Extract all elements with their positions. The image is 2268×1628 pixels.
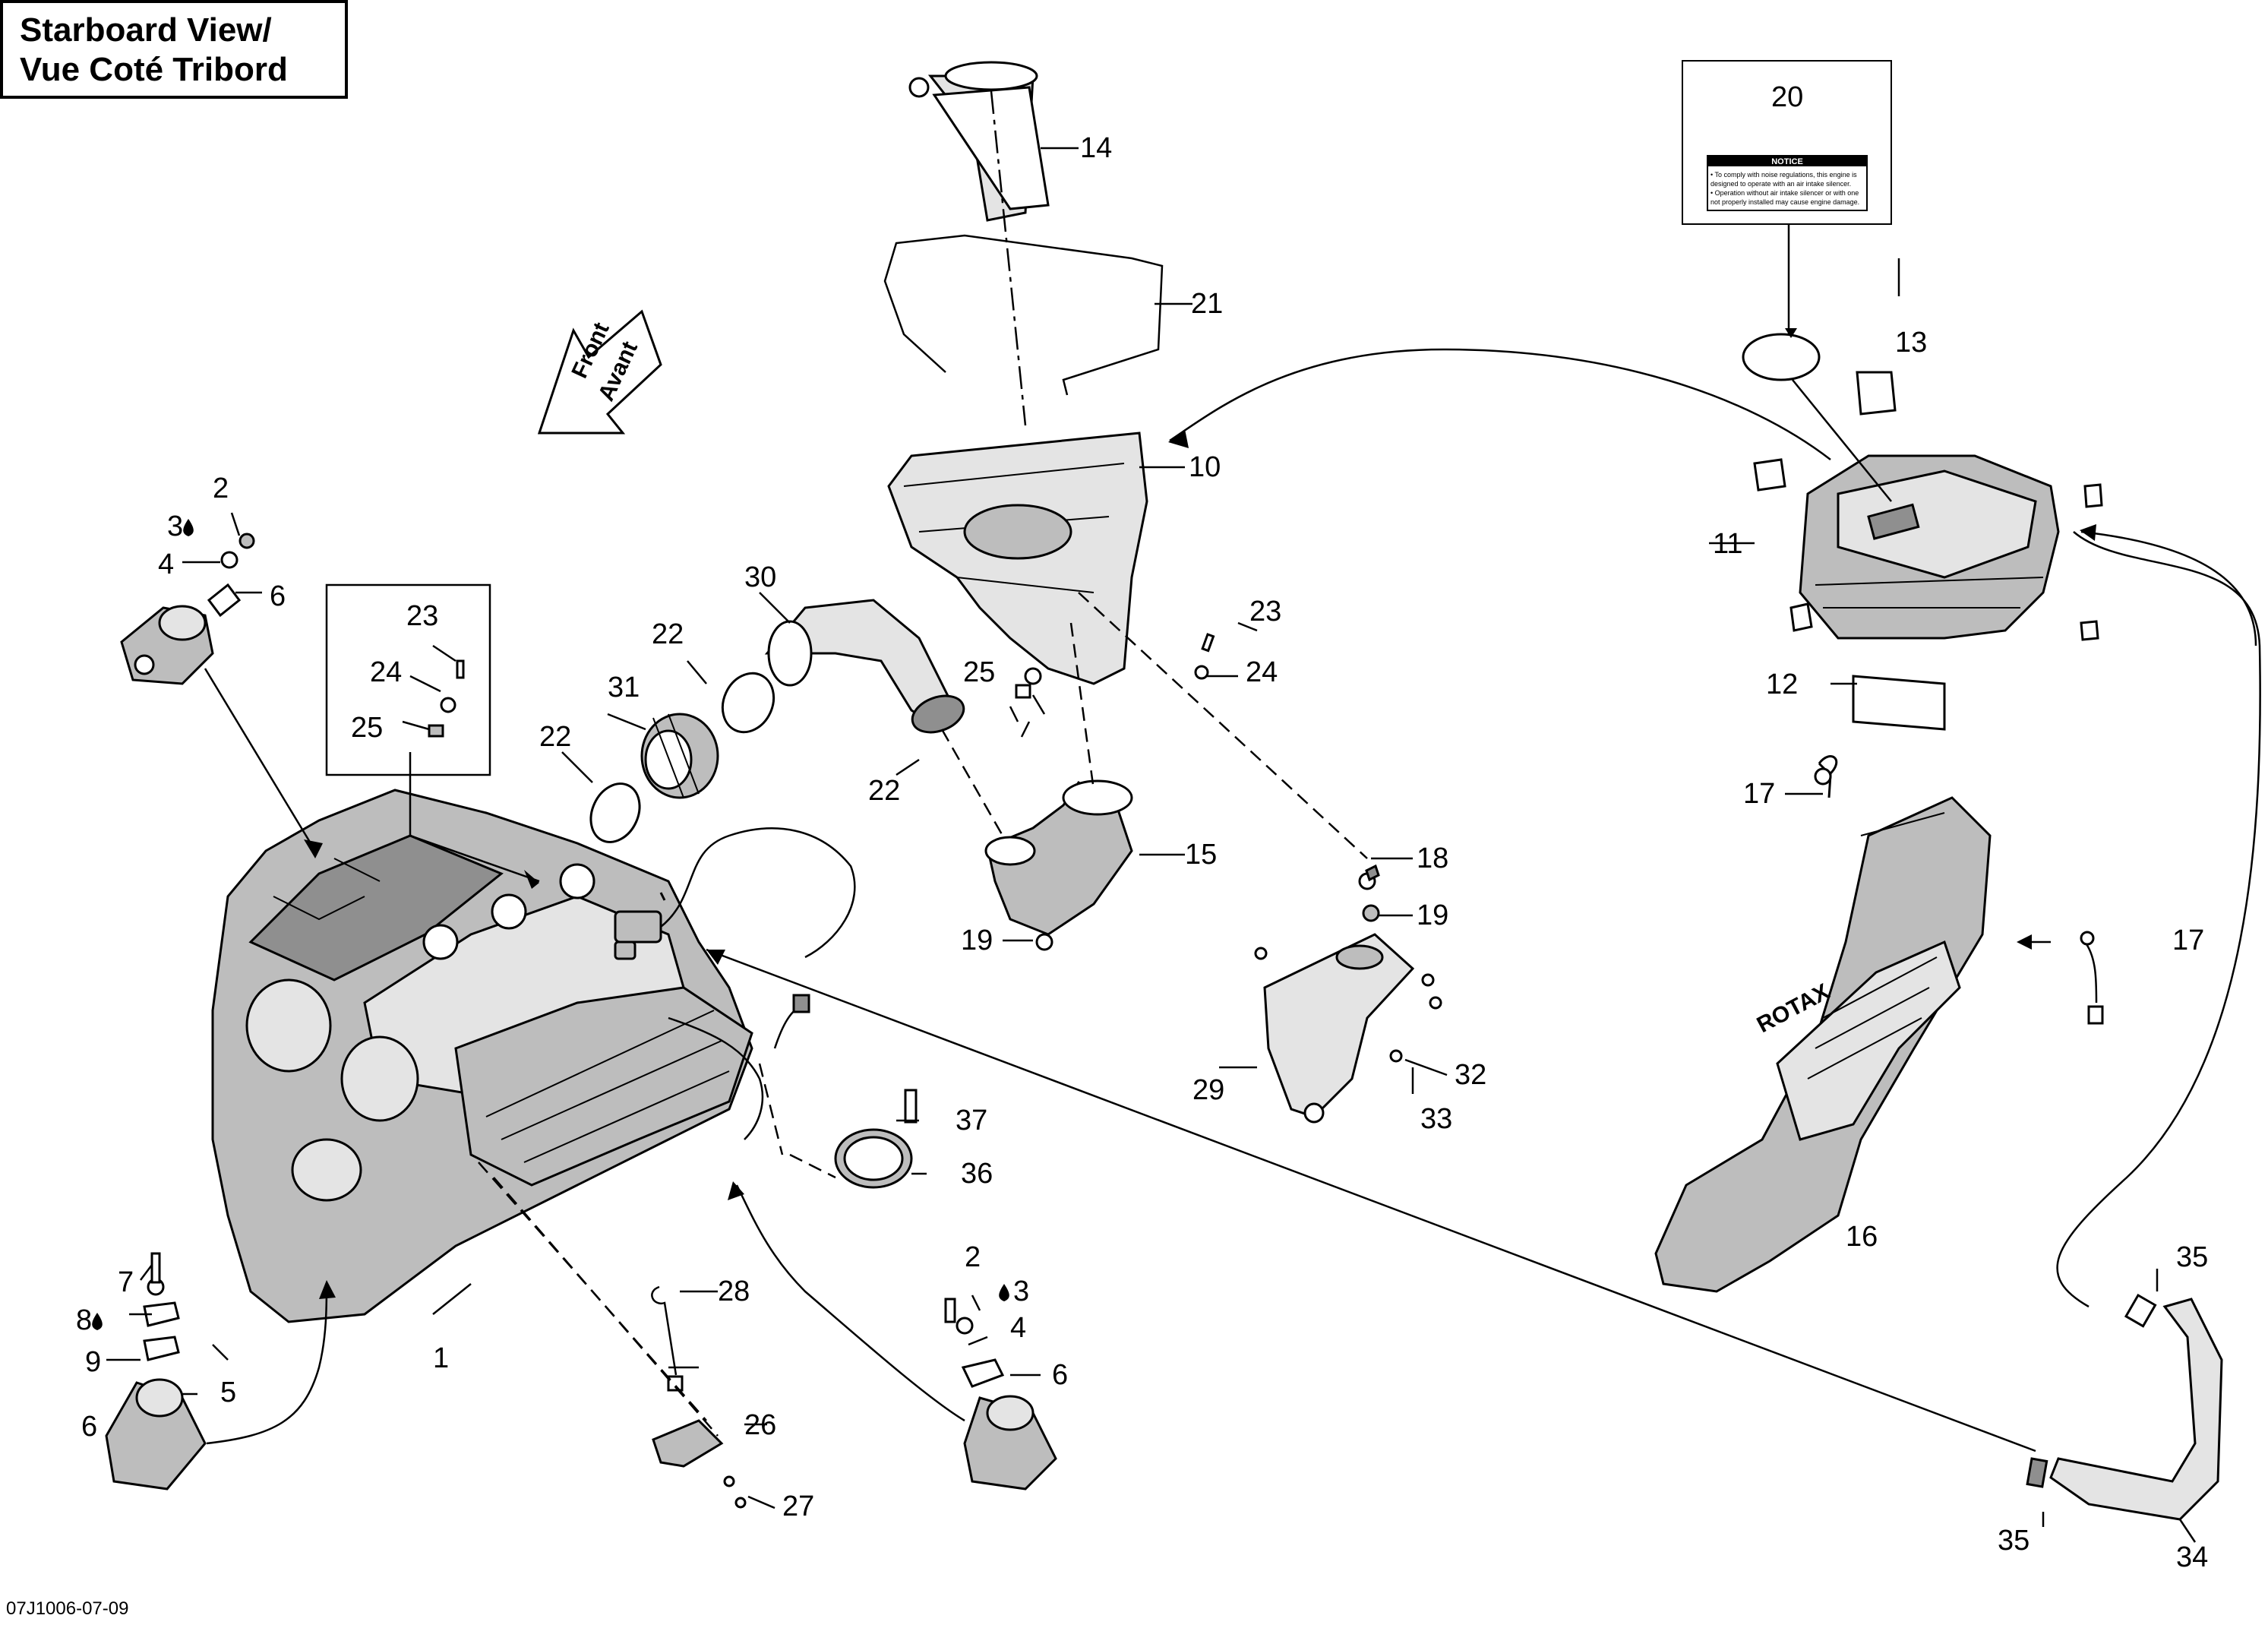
- clamp-part-36: [834, 1089, 918, 1189]
- front-direction-arrow: [537, 309, 662, 435]
- hose-part-31: [640, 713, 719, 799]
- callout-26: 26: [744, 1409, 776, 1441]
- callout-4-bottom: 4: [1010, 1312, 1026, 1344]
- callout-15: 15: [1185, 839, 1217, 871]
- clamp-part-22-b: [721, 672, 775, 734]
- callout-30: 30: [744, 561, 776, 593]
- callout-20: 20: [1771, 81, 1803, 113]
- engine-mount-bottom-center: [944, 1298, 1057, 1490]
- callout-25-airbox: 25: [963, 656, 995, 688]
- callout-35-bottom: 35: [1998, 1525, 2030, 1557]
- engine-mount-bottom-left: [105, 1252, 207, 1490]
- callout-6-left: 6: [81, 1411, 97, 1443]
- callout-29: 29: [1192, 1074, 1224, 1106]
- engine-mount-top-left: [120, 533, 255, 685]
- leader-lines: [106, 90, 2257, 1543]
- clamp-part-22-a: [589, 782, 641, 843]
- view-title-en: Starboard View/: [20, 11, 272, 49]
- callout-32: 32: [1455, 1059, 1486, 1091]
- label-part-20: [1682, 60, 1892, 225]
- callout-19-right: 19: [1417, 899, 1448, 931]
- callout-2-top: 2: [213, 473, 229, 504]
- callout-4-top: 4: [158, 548, 174, 580]
- callout-12: 12: [1766, 669, 1798, 700]
- callout-5: 5: [220, 1377, 236, 1408]
- callout-22-left: 22: [539, 721, 571, 753]
- callout-23-right: 23: [1249, 596, 1281, 627]
- callout-18: 18: [1417, 842, 1448, 874]
- callout-33: 33: [1420, 1103, 1452, 1135]
- clamp-part-22-c: [911, 694, 965, 734]
- callout-8: 8: [76, 1304, 92, 1336]
- callout-34: 34: [2176, 1541, 2208, 1573]
- callout-9: 9: [85, 1346, 101, 1378]
- callout-6-bottom: 6: [1052, 1359, 1068, 1391]
- tube-part-14: [908, 61, 1050, 222]
- callout-10: 10: [1189, 451, 1221, 483]
- drop-icon: [183, 519, 194, 536]
- gasket-part-12: [1852, 675, 1946, 731]
- callout-17-right: 17: [2172, 925, 2204, 956]
- callout-35-top: 35: [2176, 1241, 2208, 1273]
- callout-24-right: 24: [1246, 656, 1278, 688]
- callout-13: 13: [1895, 327, 1927, 359]
- callout-2-bottom: 2: [965, 1241, 981, 1273]
- callout-23-box: 23: [406, 600, 438, 632]
- fastener-group-parts: [428, 633, 1380, 882]
- callout-16: 16: [1846, 1221, 1878, 1253]
- callout-24-box: 24: [370, 656, 402, 688]
- arrowheads: [304, 328, 2096, 1299]
- callout-27: 27: [782, 1490, 814, 1522]
- lubricant-drop-icons: [92, 519, 1009, 1330]
- engine-part-1: [211, 789, 856, 1323]
- callout-22-bottom: 22: [868, 775, 900, 807]
- callout-11: 11: [1713, 528, 1742, 560]
- clip-part-28: [651, 1285, 684, 1392]
- notice-heading: NOTICE: [1771, 157, 1803, 166]
- cover-part-11: [1742, 333, 2103, 641]
- callout-3-top: 3: [167, 511, 183, 542]
- notice-text-2: designed to operate with an air intake s…: [1710, 180, 1851, 188]
- sensor-wire: [614, 940, 810, 1049]
- callout-labels: 1 2 2 3 3 4 4 5 6 6 6 7 8 9 10 11 12 13 …: [76, 81, 2208, 1573]
- hose-part-15: [984, 779, 1133, 951]
- drop-icon: [92, 1313, 103, 1330]
- callout-7: 7: [118, 1266, 134, 1298]
- view-title-fr: Vue Coté Tribord: [20, 51, 288, 88]
- rod-part-21: [883, 234, 1164, 396]
- callout-37: 37: [956, 1105, 987, 1136]
- callout-28: 28: [718, 1276, 750, 1307]
- callout-6-top: 6: [270, 580, 286, 612]
- drawing-code: 07J1006-07-09: [6, 1598, 129, 1619]
- notice-text-1: • To comply with noise regulations, this…: [1710, 171, 1857, 179]
- callout-21: 21: [1191, 288, 1223, 320]
- callout-14: 14: [1080, 132, 1112, 164]
- airbox-part-10: [887, 431, 1148, 685]
- callout-25-box: 25: [351, 712, 383, 744]
- callout-17-left: 17: [1743, 778, 1775, 810]
- notice-text-3: • Operation without air intake silencer …: [1710, 189, 1859, 197]
- callout-36: 36: [961, 1158, 993, 1190]
- callout-31: 31: [608, 672, 640, 703]
- fastener-group-box: [325, 583, 491, 776]
- notice-text-4: not properly installed may cause engine …: [1710, 198, 1859, 206]
- drop-icon: [999, 1284, 1009, 1301]
- callout-1: 1: [433, 1342, 449, 1374]
- bracket-part-26: [652, 892, 747, 1509]
- callout-22-top: 22: [652, 618, 684, 650]
- view-title-box: Starboard View/ Vue Coté Tribord: [0, 0, 348, 99]
- callout-3-bottom: 3: [1013, 1276, 1029, 1307]
- silencer-part-16: [1654, 755, 2104, 1293]
- hose-part-34: [2026, 531, 2261, 1521]
- bracket-part-29: [1254, 872, 1442, 1124]
- duct-part-30: [764, 599, 951, 732]
- callout-19-left: 19: [961, 925, 993, 956]
